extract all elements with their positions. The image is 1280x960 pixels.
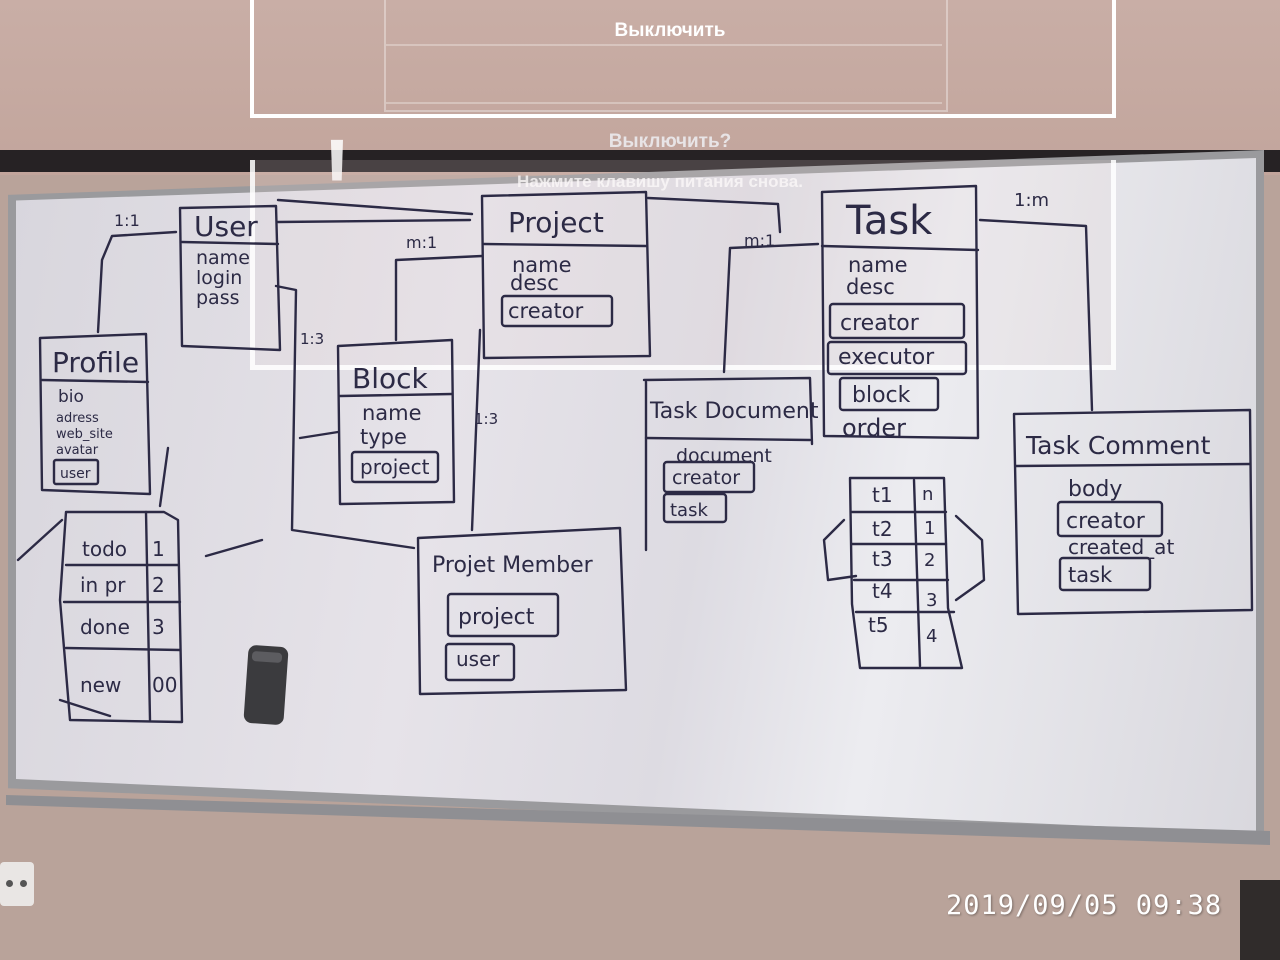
photo-timestamp: 2019/09/05 09:38 xyxy=(946,890,1223,921)
svg-text:00: 00 xyxy=(152,673,177,697)
svg-text:desc: desc xyxy=(846,275,895,299)
eraser-strip xyxy=(251,650,283,664)
svg-text:bio: bio xyxy=(58,387,84,407)
desk-device xyxy=(1240,880,1280,960)
svg-text:t5: t5 xyxy=(868,613,889,637)
projected-divider xyxy=(386,44,942,46)
svg-text:Profile: Profile xyxy=(52,346,139,379)
svg-text:type: type xyxy=(360,425,407,449)
svg-text:3: 3 xyxy=(926,590,937,611)
svg-text:n: n xyxy=(922,484,933,505)
svg-text:executor: executor xyxy=(838,345,935,370)
svg-text:t1: t1 xyxy=(872,483,893,507)
svg-text:t3: t3 xyxy=(872,547,893,571)
svg-text:m:1: m:1 xyxy=(744,231,775,250)
svg-text:order: order xyxy=(842,414,906,442)
svg-text:todo: todo xyxy=(82,537,127,561)
svg-text:desc: desc xyxy=(510,271,559,295)
power-outlet xyxy=(0,862,34,906)
svg-text:Task: Task xyxy=(845,198,933,244)
svg-text:pass: pass xyxy=(196,287,240,309)
svg-text:t4: t4 xyxy=(872,579,893,603)
projected-dialog-frame xyxy=(250,0,1116,118)
outlet-hole xyxy=(6,880,13,887)
svg-text:in pr: in pr xyxy=(80,573,126,597)
svg-text:task: task xyxy=(1068,563,1113,587)
svg-text:web_site: web_site xyxy=(56,427,113,442)
projected-button-label: Выключить xyxy=(614,20,726,41)
whiteboard-surface xyxy=(16,158,1256,833)
svg-text:user: user xyxy=(60,466,91,482)
svg-text:creator: creator xyxy=(508,299,584,323)
svg-text:task: task xyxy=(670,500,708,521)
projected-question: Выключить? xyxy=(608,131,732,152)
svg-text:user: user xyxy=(456,647,500,671)
svg-text:Project: Project xyxy=(508,206,604,239)
outlet-hole xyxy=(20,880,27,887)
svg-text:adress: adress xyxy=(56,411,99,426)
svg-text:new: new xyxy=(80,673,121,697)
svg-text:Task Comment: Task Comment xyxy=(1025,431,1211,460)
svg-text:creator: creator xyxy=(672,467,740,489)
svg-text:project: project xyxy=(360,455,430,479)
svg-text:avatar: avatar xyxy=(56,443,99,458)
svg-text:2: 2 xyxy=(152,573,165,597)
svg-text:created_at: created_at xyxy=(1068,535,1174,559)
svg-text:1:1: 1:1 xyxy=(114,211,140,230)
svg-text:3: 3 xyxy=(152,615,165,639)
svg-text:creator: creator xyxy=(840,311,920,336)
svg-text:name: name xyxy=(848,253,908,277)
svg-text:body: body xyxy=(1068,477,1122,502)
svg-text:Task Document: Task Document xyxy=(649,399,819,424)
projected-dialog-outline xyxy=(250,160,1116,370)
projected-divider xyxy=(386,102,942,104)
projected-button-frame xyxy=(384,0,948,112)
svg-text:1:3: 1:3 xyxy=(474,410,498,428)
svg-text:document: document xyxy=(676,445,772,467)
svg-text:name: name xyxy=(196,247,250,269)
svg-text:project: project xyxy=(458,605,535,630)
wall xyxy=(0,0,1280,175)
svg-text:t2: t2 xyxy=(872,517,893,541)
svg-text:1:m: 1:m xyxy=(1014,190,1049,211)
svg-text:1: 1 xyxy=(924,518,935,539)
svg-text:Block: Block xyxy=(352,362,429,395)
svg-text:name: name xyxy=(512,253,572,277)
svg-text:1:3: 1:3 xyxy=(300,330,324,348)
svg-text:m:1: m:1 xyxy=(406,233,437,252)
svg-text:login: login xyxy=(196,267,242,289)
svg-text:Projet Member: Projet Member xyxy=(432,553,594,578)
projected-hint: Нажмите клавишу питания снова. xyxy=(517,172,803,191)
svg-text:name: name xyxy=(362,401,422,425)
svg-text:block: block xyxy=(852,383,911,408)
svg-text:User: User xyxy=(194,210,258,243)
svg-text:done: done xyxy=(80,615,130,639)
svg-text:1: 1 xyxy=(152,537,165,561)
svg-text:4: 4 xyxy=(926,626,937,647)
svg-text:2: 2 xyxy=(924,550,935,571)
svg-text:creator: creator xyxy=(1066,509,1146,534)
